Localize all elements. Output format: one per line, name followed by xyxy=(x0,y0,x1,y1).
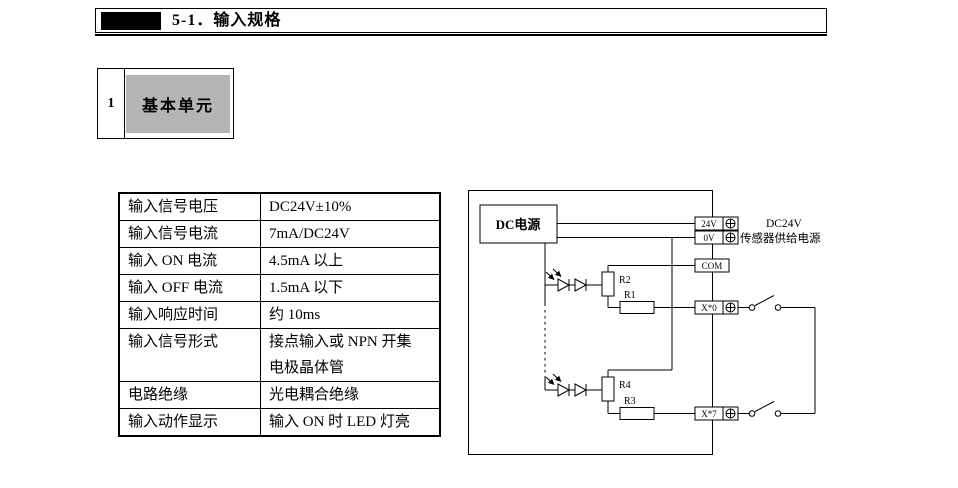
page-title: 5-1．输入规格 xyxy=(172,12,282,29)
spec-label: 输入信号电压 xyxy=(120,194,261,220)
table-row: 输入 OFF 电流 1.5mA 以下 xyxy=(120,275,439,302)
header-rule xyxy=(95,34,827,36)
terminal-label: X*7 xyxy=(701,409,717,419)
resistor-label: R3 xyxy=(624,396,636,407)
switch-contact-x0 xyxy=(738,295,815,311)
terminal-x0: X*0 xyxy=(694,300,739,315)
table-row: 输入 ON 电流 4.5mA 以上 xyxy=(120,248,439,275)
spec-value: 7mA/DC24V xyxy=(269,226,350,242)
resistor-label: R4 xyxy=(619,380,631,391)
spec-label: 输入信号形式 xyxy=(120,329,261,381)
spec-label: 电路绝缘 xyxy=(120,382,261,408)
screw-terminal-icon xyxy=(722,216,739,231)
terminal-24v: 24V xyxy=(694,216,739,231)
resistor-r1: R1 xyxy=(608,290,695,314)
resistor-r3: R3 xyxy=(608,396,695,420)
screw-terminal-icon xyxy=(722,300,739,315)
sensor-supply-note-line1: DC24V xyxy=(766,218,802,230)
terminal-label: 24V xyxy=(701,219,717,229)
spec-value: 光电耦合绝缘 xyxy=(269,387,360,403)
spec-value: DC24V±10% xyxy=(269,199,352,215)
resistor-r4: R4 xyxy=(601,370,631,414)
table-row: 输入信号电流 7mA/DC24V xyxy=(120,221,439,248)
spec-label: 输入信号电流 xyxy=(120,221,261,247)
sensor-supply-note-line2: 传感器供给电源 xyxy=(740,231,821,245)
spec-value: 约 10ms xyxy=(269,307,321,323)
spec-label: 输入响应时间 xyxy=(120,302,261,328)
spec-value: 1.5mA 以下 xyxy=(269,280,344,296)
chapter-number: 1 xyxy=(98,69,125,138)
dc-power-box: DC电源 xyxy=(479,204,558,244)
screw-terminal-icon xyxy=(722,230,739,245)
table-row: 输入动作显示 输入 ON 时 LED 灯亮 xyxy=(120,409,439,435)
resistor-label: R2 xyxy=(619,275,631,286)
input-spec-table: 输入信号电压 DC24V±10% 输入信号电流 7mA/DC24V 输入 ON … xyxy=(118,192,441,437)
chapter-label: 基本单元 xyxy=(126,75,230,133)
optocoupler-icon xyxy=(545,268,602,292)
spec-label: 输入 OFF 电流 xyxy=(120,275,261,301)
optocoupler-icon xyxy=(545,373,602,397)
table-row: 输入响应时间 约 10ms xyxy=(120,302,439,329)
spec-value: 接点输入或 NPN 开集 电极晶体管 xyxy=(269,334,412,376)
input-circuit-diagram: DC电源 R2 xyxy=(468,190,821,455)
switch-contact-x7 xyxy=(738,401,815,417)
table-row: 输入信号电压 DC24V±10% xyxy=(120,194,439,221)
terminal-label: COM xyxy=(702,261,723,271)
dc-power-label: DC电源 xyxy=(496,217,541,232)
table-row: 电路绝缘 光电耦合绝缘 xyxy=(120,382,439,409)
resistor-label: R1 xyxy=(624,290,636,301)
terminal-x7: X*7 xyxy=(694,406,739,421)
terminal-com: COM xyxy=(694,258,730,273)
spec-value: 4.5mA 以上 xyxy=(269,253,344,269)
chapter-tab: 1 基本单元 xyxy=(97,68,234,139)
screw-terminal-icon xyxy=(722,406,739,421)
circuit-enclosure xyxy=(468,190,713,455)
spec-value: 输入 ON 时 LED 灯亮 xyxy=(269,414,410,430)
header-black-block xyxy=(101,12,161,30)
table-row: 输入信号形式 接点输入或 NPN 开集 电极晶体管 xyxy=(120,329,439,382)
terminal-0v: 0V xyxy=(694,230,739,245)
resistor-r2: R2 xyxy=(601,265,631,308)
section-header: 5-1．输入规格 xyxy=(95,8,827,33)
spec-label: 输入动作显示 xyxy=(120,409,261,435)
terminal-label: X*0 xyxy=(701,303,717,313)
terminal-label: 0V xyxy=(704,233,716,243)
spec-label: 输入 ON 电流 xyxy=(120,248,261,274)
